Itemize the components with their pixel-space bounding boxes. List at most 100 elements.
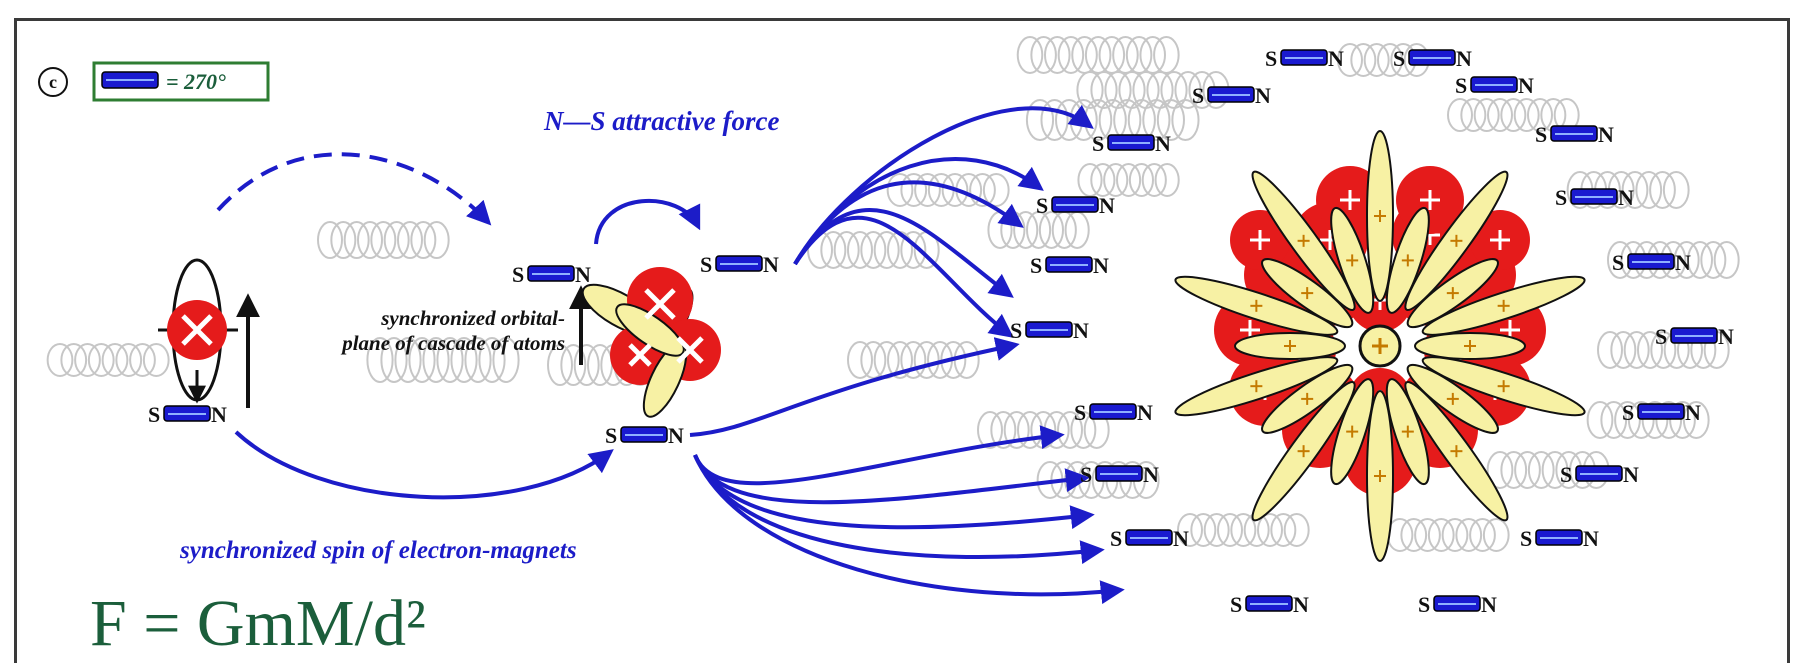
svg-text:S: S	[148, 402, 160, 427]
svg-text:N: N	[1675, 250, 1691, 275]
svg-text:N: N	[763, 252, 779, 277]
svg-text:S: S	[1555, 185, 1567, 210]
electron	[1366, 390, 1394, 562]
coil	[847, 341, 980, 379]
orbital-label-line2: plane of cascade of atoms	[340, 331, 565, 355]
svg-text:N: N	[1718, 324, 1734, 349]
svg-text:N: N	[1137, 400, 1153, 425]
svg-text:S: S	[1655, 324, 1667, 349]
electron	[1414, 332, 1526, 360]
svg-text:N: N	[1099, 193, 1115, 218]
coil	[1016, 36, 1180, 74]
electron	[1261, 258, 1354, 329]
svg-text:N: N	[211, 402, 227, 427]
svg-text:S: S	[1030, 253, 1042, 278]
electron	[1385, 206, 1430, 314]
electron	[1385, 378, 1430, 486]
svg-text:S: S	[605, 423, 617, 448]
svg-text:N: N	[1328, 46, 1344, 71]
legend: = 270°	[92, 61, 270, 102]
svg-text:N: N	[1685, 400, 1701, 425]
attraction-arrows-lower	[693, 425, 1125, 605]
nucleus-center	[1358, 324, 1402, 368]
small-attraction-arrow	[594, 198, 701, 245]
proton	[1230, 210, 1290, 270]
electron	[1366, 130, 1394, 302]
coil	[1597, 331, 1730, 369]
svg-text:S: S	[1192, 83, 1204, 108]
large-nucleus	[1174, 130, 1586, 562]
spin-arrow	[234, 430, 614, 500]
legend-magnet-icon	[101, 71, 159, 89]
svg-text:S: S	[700, 252, 712, 277]
svg-text:S: S	[1265, 46, 1277, 71]
svg-text:S: S	[1080, 462, 1092, 487]
svg-text:N: N	[1456, 46, 1472, 71]
svg-text:N: N	[1583, 526, 1599, 551]
svg-text:N: N	[1618, 185, 1634, 210]
svg-text:N: N	[1143, 462, 1159, 487]
coil	[1077, 163, 1180, 197]
svg-text:N: N	[1518, 73, 1534, 98]
electron	[1174, 275, 1339, 336]
electron	[1406, 258, 1499, 329]
svg-text:S: S	[1520, 526, 1532, 551]
svg-text:S: S	[1110, 526, 1122, 551]
svg-text:N: N	[1598, 122, 1614, 147]
svg-text:N: N	[1155, 131, 1171, 156]
electron	[1421, 275, 1586, 336]
svg-text:S: S	[1010, 318, 1022, 343]
coil	[1586, 401, 1710, 439]
ns-attractive-label: N—S attractive force	[543, 106, 779, 136]
coil	[46, 343, 170, 377]
svg-text:S: S	[1036, 193, 1048, 218]
dashed-orbit-arrow	[216, 152, 492, 226]
electron	[1251, 170, 1356, 312]
electron	[1174, 356, 1339, 417]
left-atom	[158, 258, 238, 404]
electron	[1421, 356, 1586, 417]
middle-atom-cluster	[581, 267, 721, 418]
svg-text:N: N	[1255, 83, 1271, 108]
spin-label: synchronized spin of electron-magnets	[179, 537, 577, 564]
coil	[317, 221, 450, 259]
svg-text:N: N	[1623, 462, 1639, 487]
svg-text:N: N	[1093, 253, 1109, 278]
svg-text:S: S	[1418, 592, 1430, 617]
svg-text:N: N	[1073, 318, 1089, 343]
proton	[1470, 210, 1530, 270]
orbital-label-line1: synchronized orbital-	[380, 306, 565, 330]
svg-text:S: S	[1230, 592, 1242, 617]
svg-text:N: N	[668, 423, 684, 448]
legend-text: = 270°	[166, 69, 226, 94]
svg-text:S: S	[1092, 131, 1104, 156]
svg-text:N: N	[575, 262, 591, 287]
coil	[366, 337, 520, 383]
svg-text:S: S	[1455, 73, 1467, 98]
coil	[1386, 518, 1510, 552]
electron	[1406, 363, 1499, 434]
svg-text:S: S	[1622, 400, 1634, 425]
svg-text:N: N	[1173, 526, 1189, 551]
